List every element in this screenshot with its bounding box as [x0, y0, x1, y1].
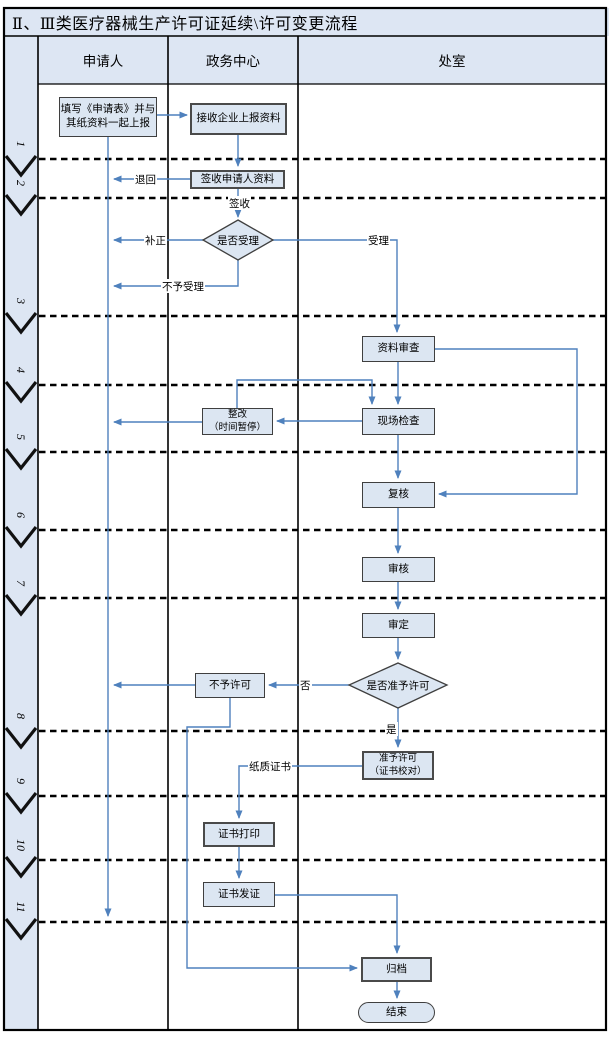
edge-rectify-to-site-loop — [236, 379, 376, 408]
edge-docreview-to-recheck-loop — [435, 348, 578, 498]
edge-issue-to-archive — [275, 894, 401, 954]
diamond-grant-decision-label: 是否准予许可 — [366, 680, 430, 692]
section-number-10: 10 — [14, 839, 29, 851]
section-chevron — [4, 312, 38, 335]
section-chevron — [4, 381, 38, 404]
node-issue-cert: 证书发证 — [203, 882, 275, 907]
edge-label-no: 否 — [299, 678, 312, 692]
section-number-11: 11 — [14, 901, 29, 913]
diamond-grant-decision — [347, 662, 449, 709]
edge-deny-to-archive — [186, 698, 358, 972]
lane-header-department: 处室 — [298, 36, 606, 84]
node-deny: 不予许可 — [195, 673, 265, 698]
edge-label-yes: 是 — [385, 722, 398, 736]
edge-label-return: 退回 — [134, 172, 157, 186]
edge-label-accept: 受理 — [367, 233, 390, 247]
edge-label-paper-cert: 纸质证书 — [248, 759, 292, 773]
section-number-5: 5 — [14, 434, 29, 440]
node-end: 结束 — [358, 1002, 435, 1023]
section-number-6: 6 — [14, 512, 29, 518]
outer-border — [2, 6, 608, 1032]
diamond-accept-decision — [201, 219, 275, 261]
section-chevron — [4, 856, 38, 879]
connectors — [104, 111, 578, 999]
node-apply: 填写《申请表》并与其纸资料一起上报 — [59, 97, 157, 137]
edge-papercert-to-print — [235, 765, 362, 819]
node-grant: 准予许可 （证书校对） — [362, 751, 434, 780]
edge-accept — [272, 239, 401, 333]
node-doc-review: 资料审查 — [362, 336, 435, 362]
section-chevron — [4, 155, 38, 178]
node-recheck: 复核 — [362, 482, 435, 508]
section-chevrons — [4, 155, 38, 941]
edge-label-supplement: 补正 — [144, 233, 167, 247]
node-site-inspection: 现场检查 — [362, 408, 435, 435]
diamond-accept-decision-label: 是否受理 — [217, 235, 259, 247]
lane-header-service-center: 政务中心 — [168, 36, 298, 84]
section-chevron — [4, 594, 38, 617]
section-number-3: 3 — [14, 298, 29, 304]
section-number-1: 1 — [14, 141, 29, 147]
section-number-2: 2 — [14, 180, 29, 186]
page-title: Ⅱ、Ⅲ类医疗器械生产许可证延续\许可变更流程 — [4, 8, 609, 36]
edge-not-accept — [113, 260, 239, 290]
section-number-8: 8 — [14, 713, 29, 719]
node-sign-in: 签收申请人资料 — [190, 170, 285, 189]
node-archive: 归档 — [361, 957, 432, 982]
node-receive: 接收企业上报资料 — [190, 103, 287, 135]
edge-label-not-accept: 不予受理 — [161, 279, 205, 293]
section-chevron — [4, 727, 38, 750]
section-number-7: 7 — [14, 580, 29, 586]
section-chevron — [4, 918, 38, 941]
section-chevron — [4, 448, 38, 471]
section-dashed-lines — [39, 157, 605, 924]
node-final-review: 审定 — [362, 613, 435, 638]
section-chevron — [4, 194, 38, 217]
node-print-cert: 证书打印 — [203, 822, 275, 847]
edge-label-sign-receipt: 签收 — [228, 196, 251, 210]
section-chevron — [4, 526, 38, 549]
section-number-9: 9 — [14, 778, 29, 784]
node-rectify: 整改 （时间暂停） — [202, 408, 273, 435]
section-chevron — [4, 792, 38, 815]
lane-header-applicant: 申请人 — [38, 36, 168, 84]
node-audit: 审核 — [362, 557, 435, 582]
section-number-4: 4 — [14, 367, 29, 373]
